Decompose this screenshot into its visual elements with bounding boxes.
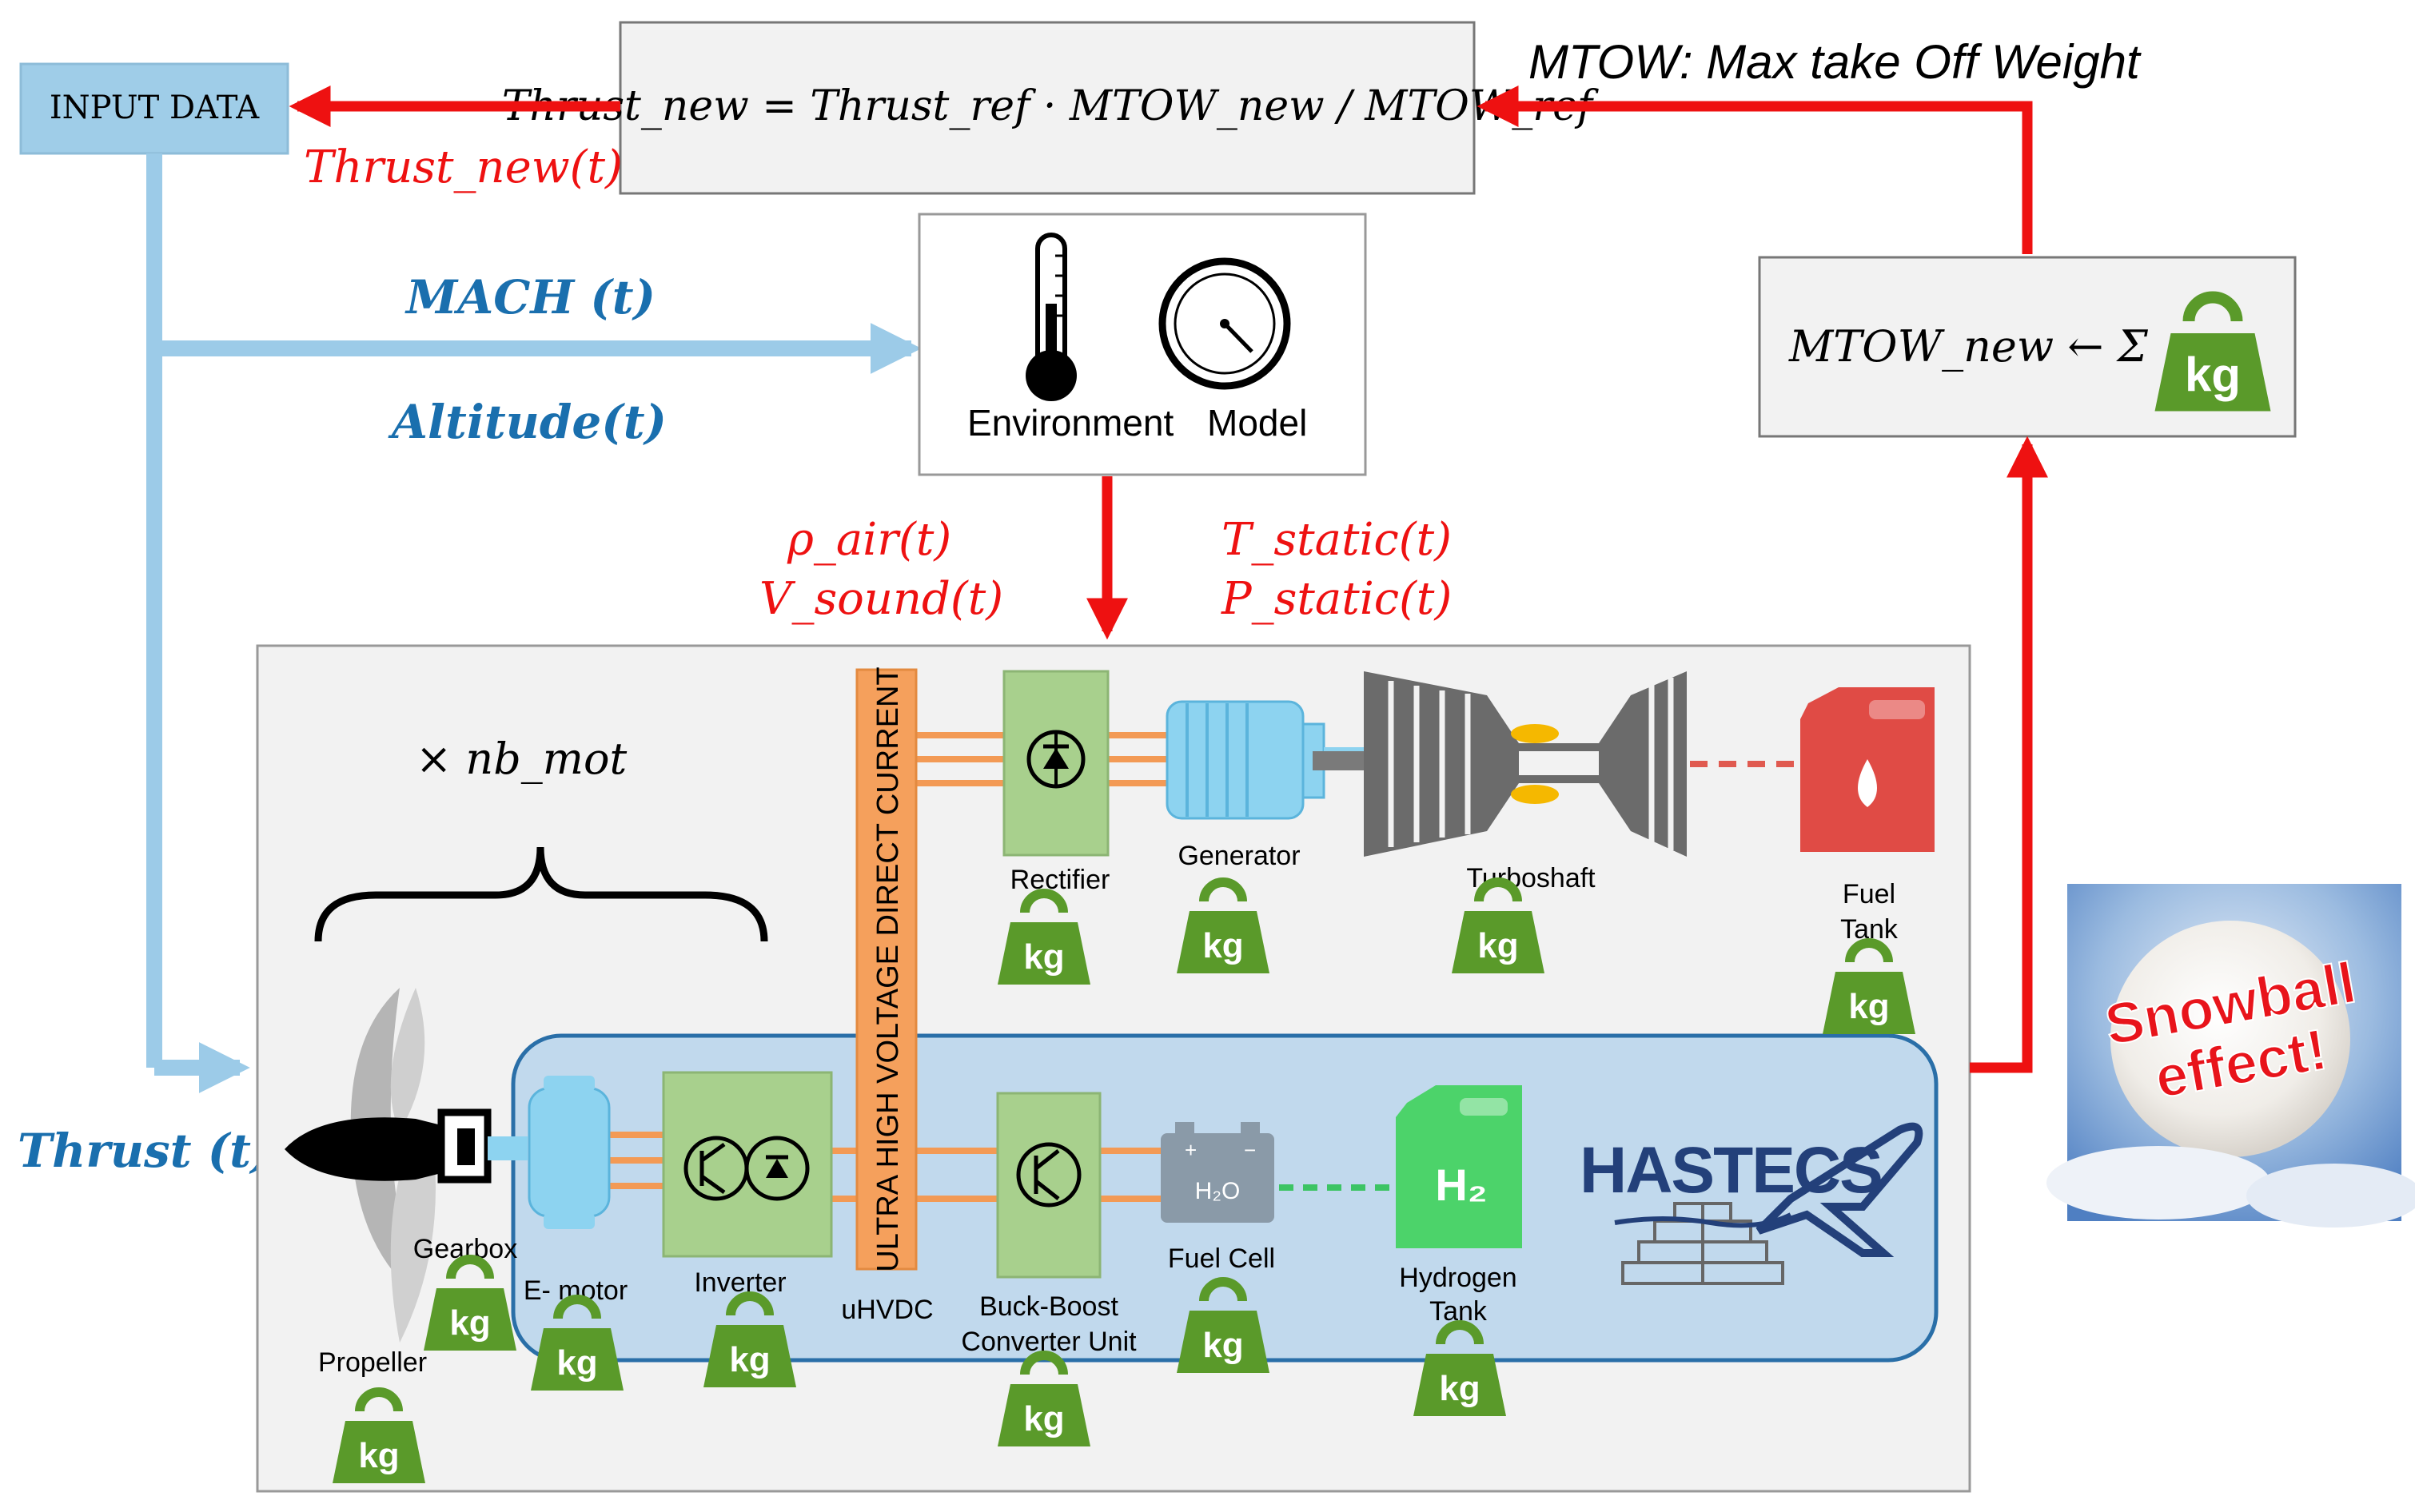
system-to-mtow-arrow (1970, 436, 2048, 1073)
generator-label: Generator (1178, 841, 1300, 871)
altitude-label: Altitude(t) (388, 395, 667, 449)
kg-weight-icon-turboshaft: kg (1452, 882, 1544, 973)
kg-weight-icon-mtow: kg (2155, 297, 2271, 412)
thrust-input-label: Thrust (t) (18, 1124, 273, 1178)
mtow-sum-formula: MTOW_new ← Σ (1788, 321, 2149, 372)
kg-label: kg (1202, 926, 1243, 965)
kg-label: kg (729, 1340, 770, 1379)
igbt-icon (683, 1136, 810, 1201)
kg-weight-icon-gearbox: kg (424, 1259, 516, 1351)
e-motor-icon (528, 1076, 611, 1229)
v-sound-label: V_sound(t) (759, 573, 1003, 625)
fuel-cell-icon: + − (1161, 1122, 1274, 1223)
buck-boost-label-a: Buck-Boost (979, 1291, 1118, 1322)
thrust-scaling-formula: Thrust_new = Thrust_ref · MTOW_new / MTO… (502, 82, 1599, 130)
kg-weight-icon-e-motor: kg (531, 1299, 624, 1391)
svg-text:+: + (1185, 1138, 1197, 1162)
transistor-icon (1016, 1142, 1082, 1208)
gearbox-icon (437, 1108, 528, 1184)
kg-label: kg (1023, 1399, 1064, 1438)
thermometer-icon (1026, 233, 1077, 401)
kg-weight-icon-propeller: kg (333, 1392, 425, 1483)
kg-weight-icon-generator: kg (1177, 882, 1269, 973)
rectifier-icon (1026, 730, 1086, 789)
fuel-tank-label-a: Fuel (1843, 879, 1895, 909)
h2-label: H₂ (1435, 1160, 1487, 1210)
upper-power-wires (913, 732, 1167, 786)
kg-label: kg (358, 1436, 399, 1475)
t-static-label: T_static(t) (1221, 514, 1452, 566)
kg-label: kg (449, 1303, 490, 1343)
uhvdc-label: uHVDC (841, 1295, 933, 1325)
nb-mot-label: × nb_mot (416, 734, 627, 784)
kg-label: kg (1023, 937, 1064, 977)
environment-label-b: Model (1207, 402, 1307, 444)
generator-icon (1166, 700, 1364, 820)
input-data-box (19, 62, 289, 155)
uhvdc-bar-label: ULTRA HIGH VOLTAGE DIRECT CURRENT (871, 666, 905, 1271)
environment-model-box (918, 213, 1367, 476)
thrust-formula-box (619, 21, 1476, 195)
mach-label: MACH (t) (404, 270, 656, 324)
h2o-label: H₂O (1195, 1178, 1241, 1204)
airplane-icon (1755, 1122, 1923, 1257)
kg-weight-icon-rectifier: kg (998, 893, 1090, 985)
fuel-cell-label: Fuel Cell (1168, 1243, 1275, 1274)
kg-label: kg (1439, 1369, 1480, 1408)
hydrogen-tank-icon (1396, 1085, 1522, 1248)
kg-label: kg (556, 1343, 597, 1383)
hastecs-logo: HASTECS (1580, 1122, 1923, 1285)
thrust-new-t-label: Thrust_new(t) (304, 141, 623, 193)
inverter-label: Inverter (694, 1267, 786, 1298)
rectifier-label: Rectifier (1010, 865, 1110, 895)
mtow-definition: MTOW: Max take Off Weight (1528, 35, 2142, 89)
kg-label: kg (1202, 1326, 1243, 1365)
propeller-icon (285, 988, 448, 1343)
pyramid-icon (1621, 1202, 1784, 1285)
turboshaft-icon (1313, 671, 1687, 857)
p-static-label: P_static(t) (1221, 573, 1452, 625)
kg-label-mtow: kg (2185, 348, 2241, 402)
gauge-icon (1158, 257, 1291, 390)
kg-label: kg (1848, 987, 1889, 1026)
environment-label-a: Environment (967, 402, 1174, 444)
fuel-tank-icon (1800, 687, 1935, 852)
kg-weight-icon-fuel-cell: kg (1177, 1282, 1269, 1373)
propeller-label: Propeller (318, 1347, 427, 1378)
mtow-loop-arrow (1476, 86, 2033, 254)
kg-weight-icon-fuel-tank: kg (1823, 943, 1915, 1034)
kg-weight-icon-inverter: kg (703, 1296, 796, 1387)
motor-count-brace (314, 846, 768, 942)
kg-label: kg (1477, 926, 1518, 965)
svg-text:−: − (1244, 1138, 1256, 1162)
input-data-label: INPUT DATA (50, 90, 260, 126)
kg-weight-icon-hydrogen-tank: kg (1413, 1325, 1506, 1416)
kg-weight-icon-buck-boost: kg (998, 1355, 1090, 1446)
snowball-image: Snowball effect! (2046, 884, 2415, 1228)
plug-cable-icon (1614, 1212, 1792, 1228)
rho-air-label: ρ_air(t) (787, 514, 951, 566)
hydrogen-tank-label-a: Hydrogen (1399, 1263, 1516, 1293)
uhvdc-bus-bar (855, 668, 918, 1271)
buck-boost-block (996, 1092, 1102, 1279)
